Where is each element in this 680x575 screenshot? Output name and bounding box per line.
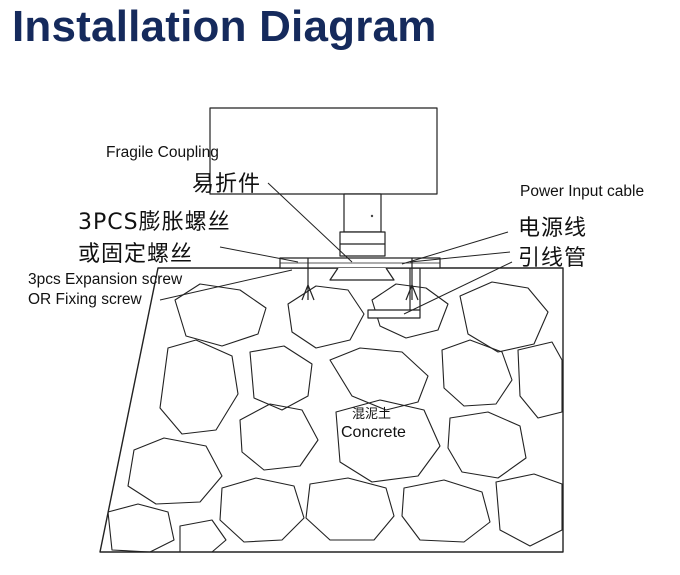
fragile-coupling-label-cn: 易折件 bbox=[192, 172, 262, 197]
concrete-block bbox=[99, 267, 564, 553]
expansion-screws bbox=[301, 258, 419, 301]
concrete-label-en: Concrete bbox=[341, 424, 406, 441]
leader-lines bbox=[159, 182, 513, 315]
pole-neck bbox=[343, 193, 382, 233]
page-title: Installation Diagram bbox=[12, 2, 437, 51]
screw-label-en-line1: 3pcs Expansion screw bbox=[28, 271, 183, 288]
screw-label-en-line2: OR Fixing screw bbox=[28, 291, 142, 308]
concrete-label-cn: 混泥土 bbox=[352, 407, 392, 422]
screw-label-cn-line2: 或固定螺丝 bbox=[78, 242, 194, 267]
embedded-base bbox=[329, 267, 395, 281]
screw-label-cn-line1: 3PCS膨胀螺丝 bbox=[78, 210, 231, 235]
concrete-stones bbox=[107, 281, 563, 553]
power-cable-label-cn-line1: 电源线 bbox=[518, 216, 588, 241]
power-cable-label-cn-line2: 引线管 bbox=[518, 246, 588, 271]
power-conduit bbox=[367, 309, 421, 319]
lamp-housing bbox=[209, 107, 438, 195]
power-cable-label-en: Power Input cable bbox=[520, 183, 645, 200]
fragile-coupling-label-en: Fragile Coupling bbox=[106, 144, 219, 161]
